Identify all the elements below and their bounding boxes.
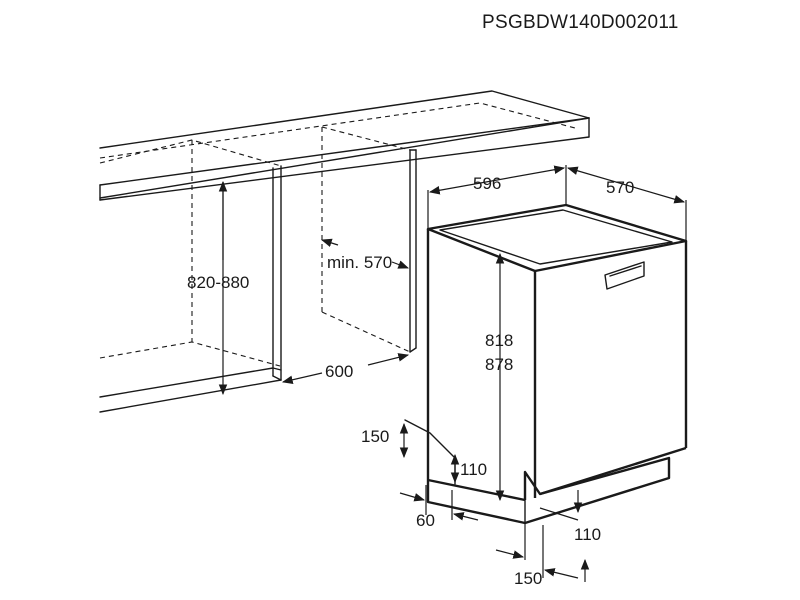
dim-plinth-height-bottom: 150 bbox=[514, 569, 542, 588]
dim-appliance-height-1: 818 bbox=[485, 331, 513, 350]
dimension-lines bbox=[218, 165, 687, 582]
countertop bbox=[99, 90, 590, 201]
dim-plinth-height-left: 150 bbox=[361, 427, 389, 446]
drawing-code: PSGBDW140D002011 bbox=[482, 12, 679, 33]
dim-appliance-height-2: 878 bbox=[485, 355, 513, 374]
dim-niche-width: 596 bbox=[473, 174, 501, 193]
dim-niche-depth-top: 570 bbox=[606, 178, 634, 197]
right-cabinet bbox=[321, 126, 417, 353]
dim-plinth-110-bottom: 110 bbox=[574, 525, 601, 544]
dim-niche-depth-min: min. 570 bbox=[327, 253, 392, 272]
dim-niche-height: 820-880 bbox=[187, 273, 249, 292]
left-cabinet bbox=[99, 139, 282, 413]
dim-plinth-110-left: 110 bbox=[460, 460, 487, 479]
dim-plinth-depth-60: 60 bbox=[416, 511, 435, 530]
dim-niche-width-front: 600 bbox=[325, 362, 353, 381]
dishwasher bbox=[426, 203, 688, 525]
